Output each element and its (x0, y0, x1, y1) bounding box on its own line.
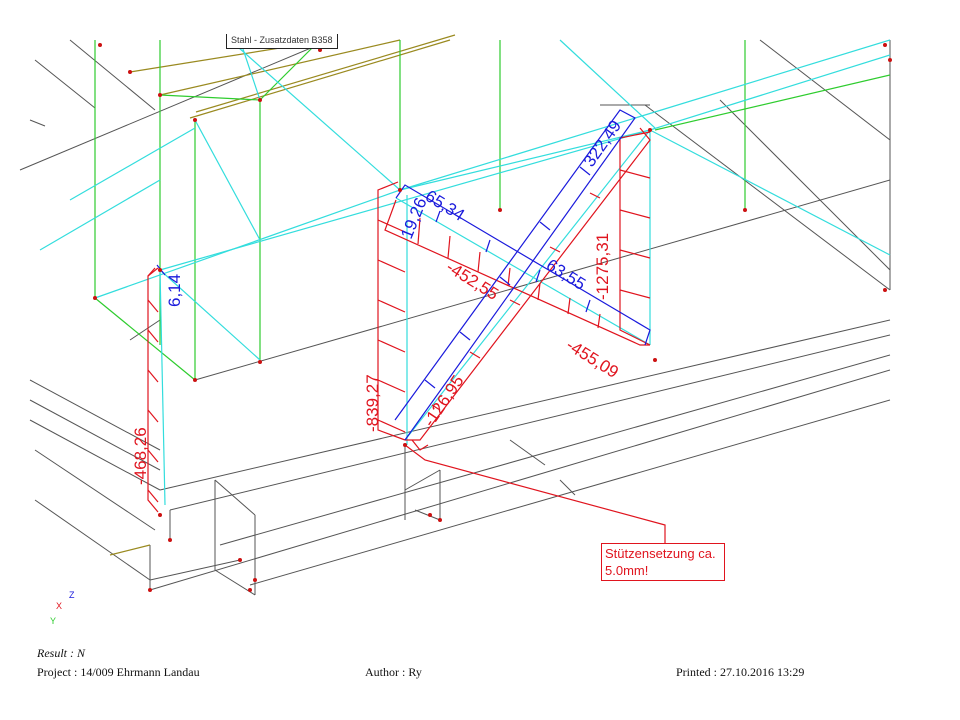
cyan-beams (39, 39, 891, 506)
author-label: Author : Ry (365, 665, 422, 679)
axis-x-label: X (56, 601, 62, 611)
value-839-27: -839,27 (363, 374, 382, 432)
value-126-95: -126,95 (420, 372, 468, 430)
value-6-14: 6,14 (165, 274, 184, 307)
callout-line-1: Stützensetzung ca. (605, 546, 716, 561)
printed-label: Printed : 27.10.2016 13:29 (676, 665, 805, 679)
compression-diagrams (147, 127, 666, 545)
value-322-49: 322,49 (580, 117, 625, 170)
callout-line-2: 5.0mm! (605, 563, 649, 578)
axis-indicator: Z X Y (50, 590, 75, 626)
value-468-26: -468,26 (131, 427, 150, 485)
green-columns (94, 39, 891, 381)
settlement-callout: Stützensetzung ca. 5.0mm! (601, 543, 725, 581)
value-452-55: -452,55 (443, 257, 502, 304)
value-455-09: -455,09 (563, 335, 622, 382)
value-63-55: 63,55 (543, 255, 589, 294)
result-label: Result : N (37, 646, 85, 660)
node-markers (93, 43, 892, 592)
structure-wireframe (19, 39, 891, 596)
top-steel-beam (109, 34, 456, 556)
project-label: Project : 14/009 Ehrmann Landau (37, 665, 200, 679)
axis-z-label: Z (69, 590, 75, 600)
steel-data-tag: Stahl - Zusatzdaten B358 (226, 34, 338, 49)
value-1275-31: -1275,31 (593, 233, 612, 300)
axis-y-label: Y (50, 616, 56, 626)
